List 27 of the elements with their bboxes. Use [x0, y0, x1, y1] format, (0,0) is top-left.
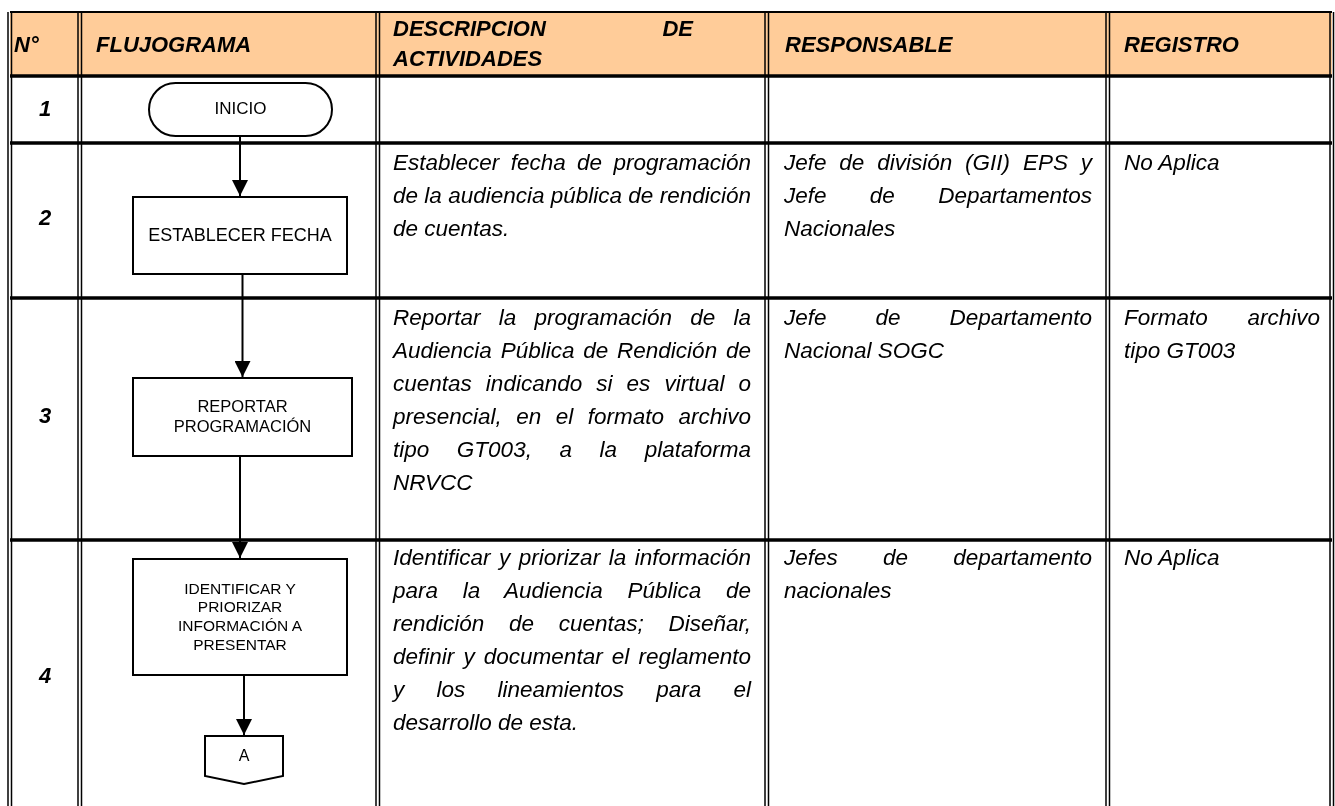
column-header: REGISTRO — [1124, 31, 1240, 59]
flow-arrow — [232, 136, 248, 197]
cell-text: Jefe de división (GII) EPS y Jefe de Departamentos Nacionales — [784, 149, 1092, 243]
step-number: 3 — [37, 403, 53, 429]
cell-text: Establecer fecha de programación de la audiencia pública de rendición de cuentas. — [393, 149, 751, 243]
process-box: ESTABLECER FECHA — [132, 196, 348, 275]
column-header: DESCRIPCION DE ACTIVIDADES — [393, 15, 693, 73]
cell-text: Formato archivo tipo GT003 — [1124, 304, 1320, 365]
cell-text: No Aplica — [1124, 544, 1221, 572]
cell-text: Jefes de departamento nacionales — [784, 544, 1092, 605]
start-terminator: INICIO — [148, 82, 333, 137]
process-box: REPORTAR PROGRAMACIÓN — [132, 377, 353, 457]
off-page-connector: A — [204, 735, 284, 785]
step-number: 1 — [37, 96, 53, 122]
column-header: RESPONSABLE — [785, 31, 954, 59]
column-header: FLUJOGRAMA — [96, 31, 253, 59]
cell-text: Jefe de Departamento Nacional SOGC — [784, 304, 1092, 365]
cell-text: Reportar la programación de la Audiencia Pública de Rendición de cuentas indicando si es virtual o presencial, en el formato archivo tipo GT003, a la plataforma NRVCC — [393, 304, 751, 497]
flow-arrow — [232, 456, 248, 559]
step-number: 2 — [37, 205, 53, 231]
column-header: N° — [14, 31, 40, 59]
cell-text: No Aplica — [1124, 149, 1221, 177]
cell-text: Identificar y priorizar la información para la Audiencia Pública de rendición de cuentas; Diseñar, definir y documentar el reglamento y los lineamientos para el desarrollo de esta. — [393, 544, 751, 737]
flow-arrow — [234, 274, 251, 378]
process-box: IDENTIFICAR Y PRIORIZAR INFORMACIÓN A PRESENTAR — [132, 558, 348, 676]
step-number: 4 — [37, 663, 53, 689]
flow-arrow — [236, 675, 252, 736]
